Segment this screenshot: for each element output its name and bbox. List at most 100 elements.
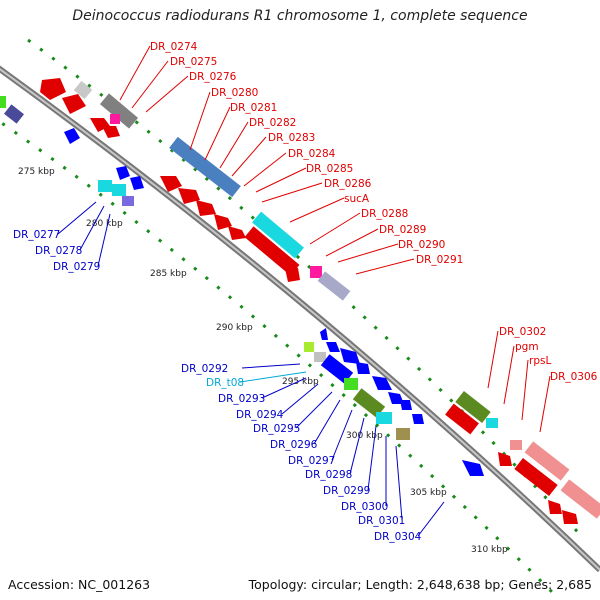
gene-label: DR_0306 — [550, 371, 598, 383]
gene-arrow — [102, 126, 120, 138]
gene-label: DR_0300 — [341, 501, 388, 513]
tick-label: 300 kbp — [346, 431, 383, 441]
outer-labels: DR_0274 DR_0275 DR_0276 DR_0280 DR_0281 … — [150, 41, 598, 383]
gene-arrow — [400, 400, 412, 410]
gene-arrow — [412, 414, 424, 424]
gene-arrow — [320, 328, 328, 340]
gene-label: DR_0302 — [499, 326, 546, 338]
gene-label: DR_0284 — [288, 148, 336, 160]
gene-label: DR_0301 — [358, 515, 405, 527]
gene-box — [244, 226, 300, 276]
gene-label: DR_0279 — [53, 261, 100, 273]
gene-box — [304, 342, 314, 352]
gene-arrow — [62, 94, 86, 114]
gene-label: DR_0275 — [170, 56, 217, 68]
gene-box — [73, 80, 93, 100]
gene-label: DR_0283 — [268, 132, 315, 144]
gene-label: DR_0295 — [253, 423, 300, 435]
outer-leaders — [119, 45, 551, 433]
gene-arrow — [116, 166, 130, 180]
inner-strand-genes — [0, 96, 484, 476]
gene-box — [510, 440, 522, 450]
gene-arrow — [356, 362, 370, 374]
gene-arrow — [214, 214, 232, 230]
gene-label: DR_0277 — [13, 229, 60, 241]
gene-label: rpsL — [529, 355, 551, 367]
gene-box — [486, 418, 498, 428]
gene-box — [376, 412, 392, 424]
gene-arrow — [228, 226, 246, 240]
inner-leaders — [57, 201, 445, 537]
gene-box — [310, 266, 322, 278]
gene-box — [4, 104, 24, 124]
tick-label: 275 kbp — [18, 167, 55, 177]
gene-arrow — [326, 342, 340, 352]
gene-box — [99, 93, 139, 129]
gene-box — [110, 114, 120, 124]
gene-label: DR_0289 — [379, 224, 426, 236]
gene-label: DR_0274 — [150, 41, 198, 53]
trna-leader — [239, 371, 307, 383]
gene-arrow — [498, 452, 512, 466]
gene-label: DR_0288 — [361, 208, 408, 220]
gene-label: DR_0292 — [181, 363, 228, 375]
gene-label: DR_0285 — [306, 163, 353, 175]
gene-box — [445, 403, 479, 435]
gene-arrow — [340, 348, 360, 364]
inner-dotted-track — [0, 120, 562, 600]
gene-label: DR_0278 — [35, 245, 82, 257]
gene-arrow — [130, 176, 144, 190]
tick-label: 285 kbp — [150, 269, 187, 279]
gene-label: DR_0276 — [189, 71, 237, 83]
gene-label: DR_0281 — [230, 102, 277, 114]
gene-box — [0, 96, 6, 108]
tick-label: 280 kbp — [86, 219, 123, 229]
map-title: Deinococcus radiodurans R1 chromosome 1,… — [72, 8, 528, 24]
gene-box — [122, 196, 134, 206]
gene-box — [344, 378, 358, 390]
tick-label: 305 kbp — [410, 488, 447, 498]
gene-label: DR_0299 — [323, 485, 370, 497]
gene-label: DR_0290 — [398, 239, 445, 251]
outer-strand-genes — [40, 78, 600, 524]
gene-label: DR_0296 — [270, 439, 318, 451]
gene-arrow — [178, 188, 200, 204]
gene-box — [514, 457, 558, 497]
gene-arrow — [64, 128, 80, 144]
gene-label: DR_0282 — [249, 117, 296, 129]
gene-box — [169, 136, 241, 198]
gene-arrow — [548, 500, 562, 514]
gene-box — [112, 184, 126, 196]
gene-label: DR_0294 — [236, 409, 284, 421]
gene-arrow — [372, 376, 392, 390]
gene-label: DR_0293 — [218, 393, 265, 405]
gene-label: sucA — [344, 193, 370, 205]
tick-label: 310 kbp — [471, 545, 508, 555]
trna-label: DR_t08 — [206, 377, 244, 389]
gene-box — [314, 352, 326, 362]
gene-label: DR_0286 — [324, 178, 372, 190]
gene-label: pgm — [515, 341, 539, 353]
gene-box — [317, 271, 351, 301]
gene-box — [252, 211, 304, 259]
summary-text: Topology: circular; Length: 2,648,638 bp… — [248, 577, 592, 592]
accession-text: Accession: NC_001263 — [8, 577, 151, 592]
gene-label: DR_0298 — [305, 469, 352, 481]
gene-arrow — [196, 200, 216, 216]
gene-label: DR_0291 — [416, 254, 463, 266]
gene-box — [352, 388, 386, 418]
gene-arrow — [284, 264, 300, 282]
tick-label: 290 kbp — [216, 323, 253, 333]
tick-label: 295 kbp — [282, 377, 319, 387]
gene-label: DR_0304 — [374, 531, 422, 543]
gene-arrow — [462, 460, 484, 476]
gene-box — [524, 441, 570, 481]
gene-arrow — [40, 78, 66, 100]
gene-arrow — [388, 392, 404, 404]
gene-box — [98, 180, 112, 192]
gene-arrow — [160, 176, 182, 192]
gene-box — [455, 391, 491, 423]
gene-arrow — [562, 510, 578, 524]
inner-labels: DR_0277 DR_0278 DR_0279 DR_0292 DR_t08 D… — [13, 229, 422, 543]
